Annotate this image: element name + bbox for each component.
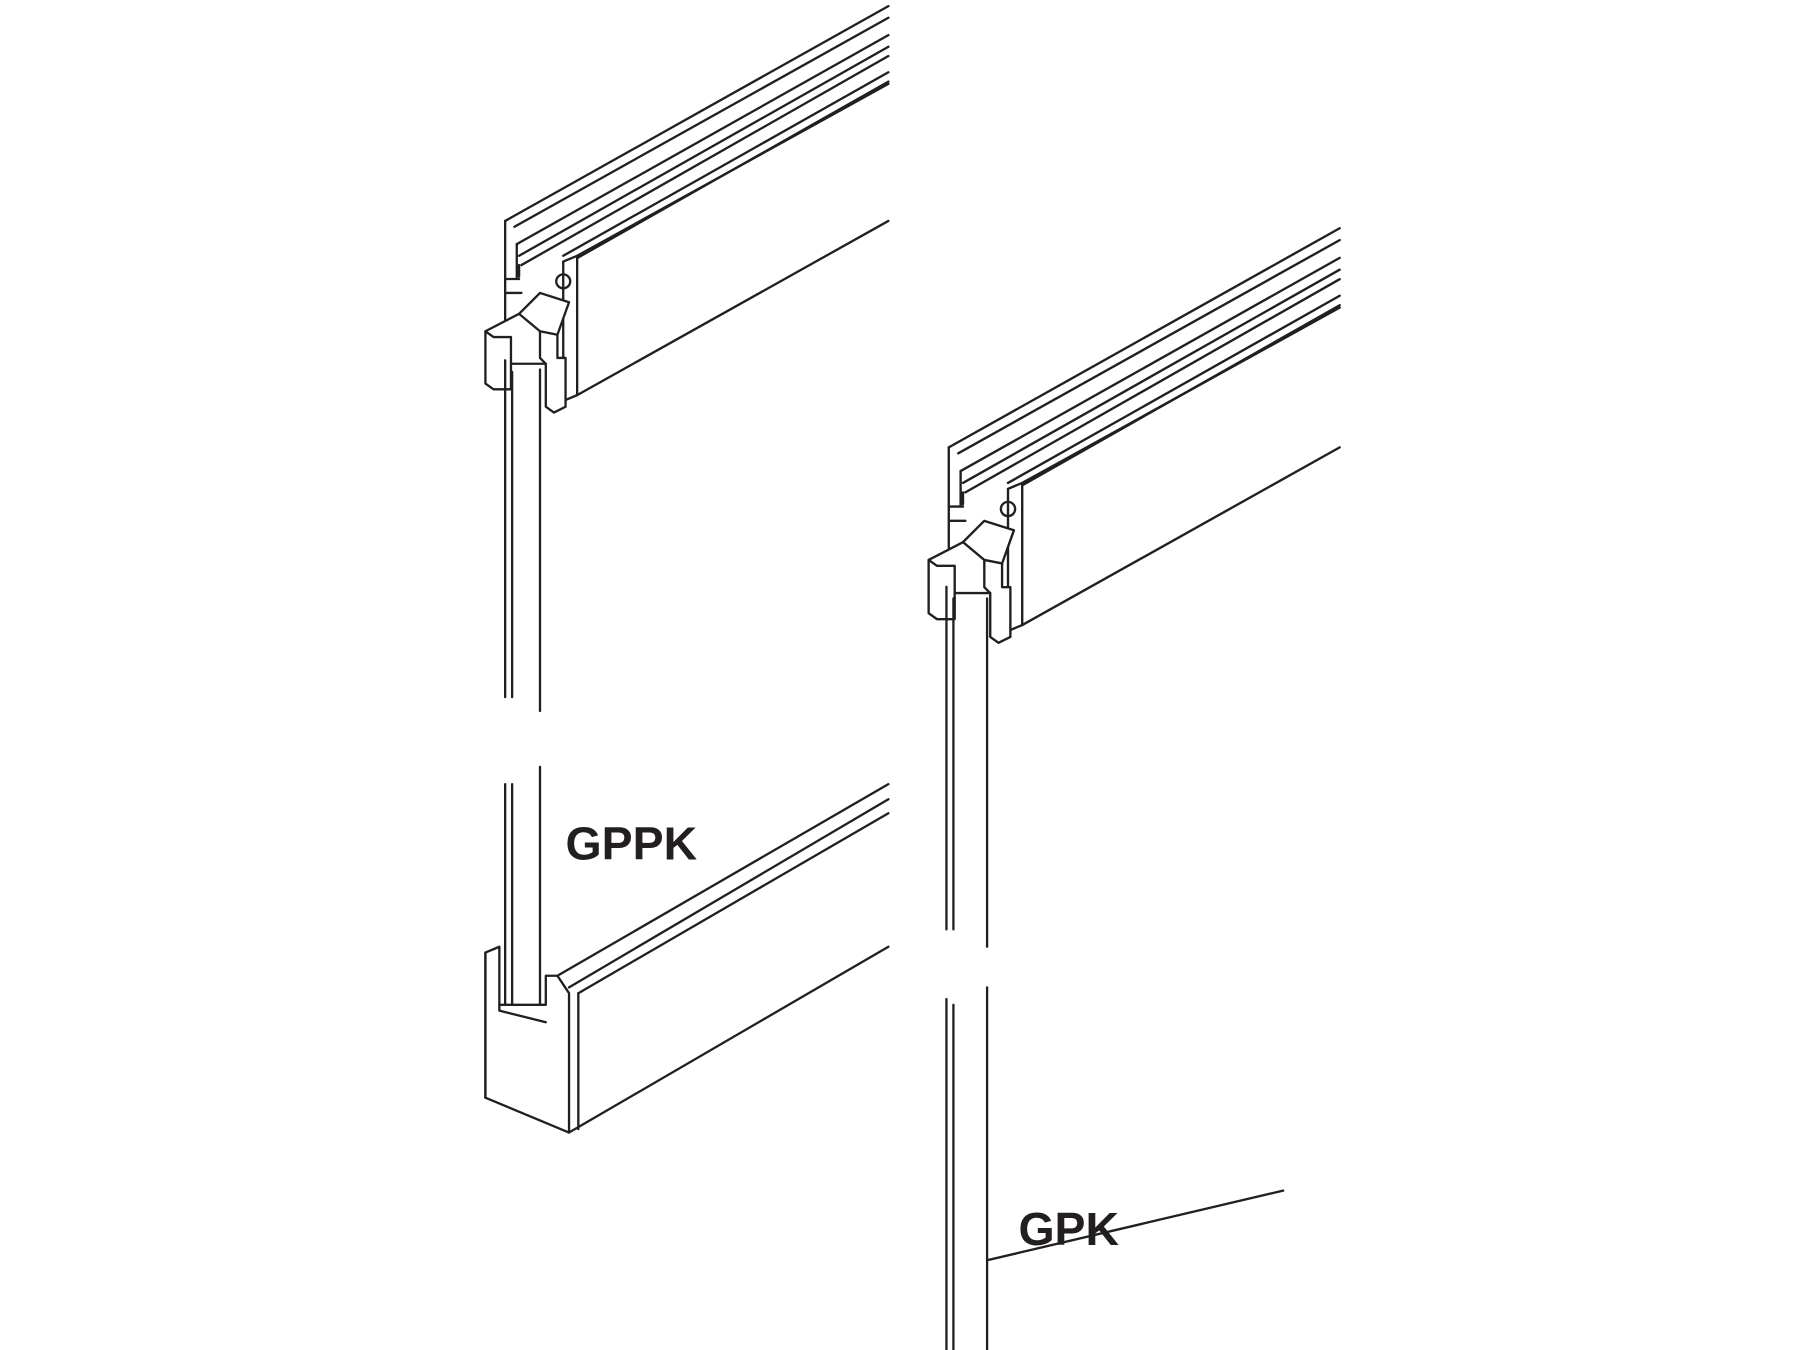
top-rail-profile xyxy=(927,227,1341,645)
bottom-rail-profile xyxy=(484,783,890,1134)
gpk-assembly: GPK xyxy=(927,227,1341,1350)
top-rail-profile xyxy=(484,4,890,414)
glass-panel-left xyxy=(504,359,542,1024)
glass-panel-right xyxy=(945,585,1285,1350)
gppk-label: GPPK xyxy=(566,818,698,870)
gpk-label: GPK xyxy=(1018,1203,1119,1255)
gppk-assembly: GPPK xyxy=(484,4,890,1134)
